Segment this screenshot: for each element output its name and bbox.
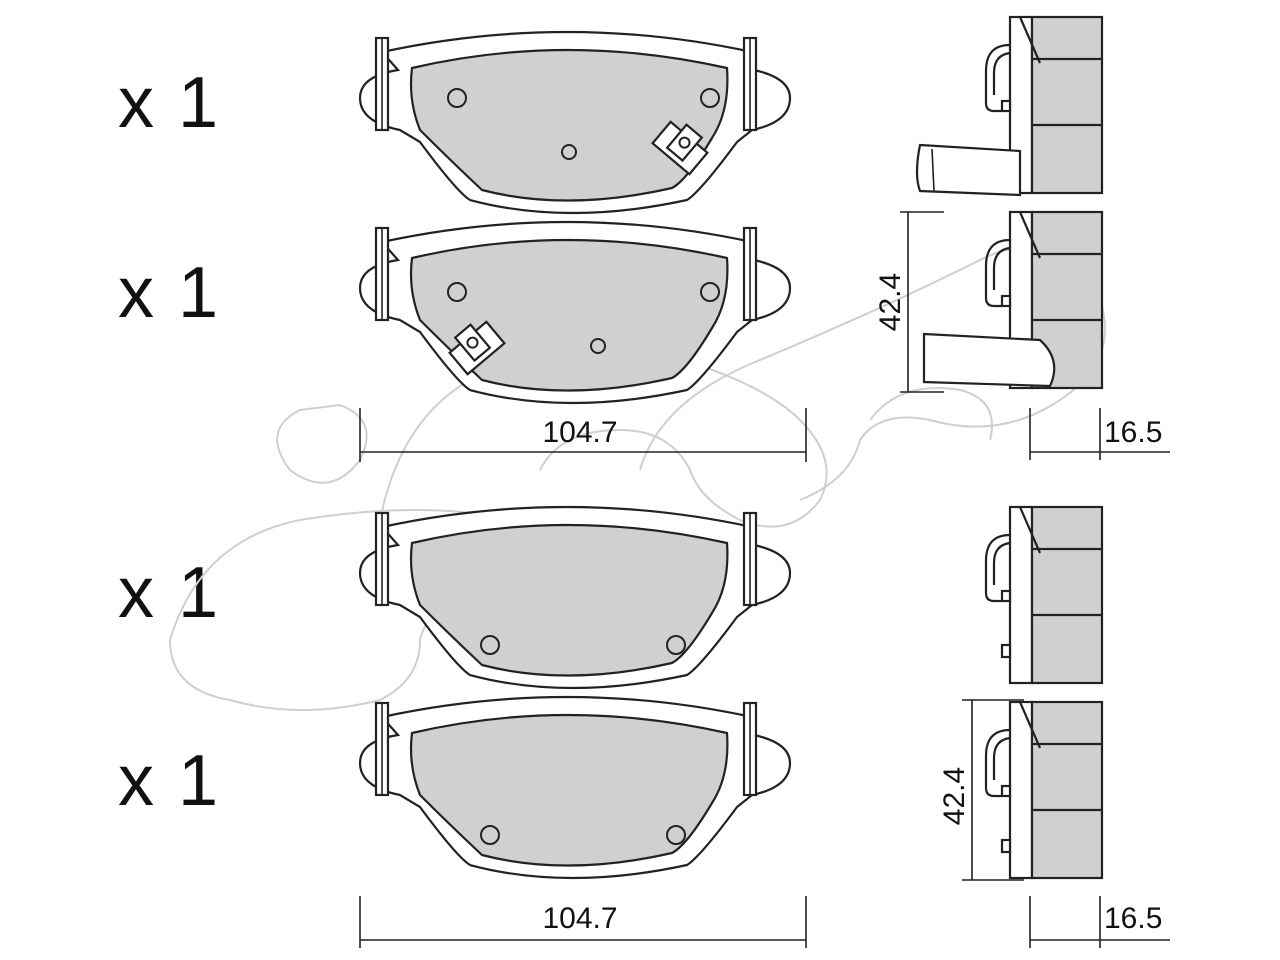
brake-pad-front-2	[358, 220, 792, 405]
brake-pad-side-2	[922, 210, 1104, 390]
dimension-height-lower-value: 42.4	[938, 767, 971, 825]
dimension-height-upper-value: 42.4	[874, 273, 907, 331]
brake-pad-side-4	[984, 700, 1104, 880]
dimension-height-lower: 42.4	[938, 699, 1024, 881]
brake-pad-side-1	[915, 15, 1104, 197]
quantity-label-pad-1: x 1	[118, 63, 221, 143]
quantity-label-pad-3: x 1	[118, 553, 221, 633]
brake-pad-front-3	[358, 505, 792, 690]
dimension-thickness-lower-value: 16.5	[1104, 902, 1162, 935]
quantity-label-pad-4: x 1	[118, 741, 221, 821]
brake-pad-front-4	[358, 695, 792, 880]
brake-pad-side-3	[984, 505, 1104, 685]
dimension-width-upper: 104.7	[359, 408, 807, 462]
brake-pad-front-1	[358, 30, 792, 215]
quantity-label-pad-2: x 1	[118, 253, 221, 333]
dimension-width-lower: 104.7	[359, 896, 807, 948]
dimension-thickness-lower: 16.5	[1029, 896, 1170, 948]
dimension-width-lower-value: 104.7	[542, 902, 617, 935]
dimension-height-upper: 42.4	[874, 211, 944, 393]
dimension-thickness-upper-value: 16.5	[1104, 416, 1162, 449]
dimension-width-upper-value: 104.7	[542, 416, 617, 449]
dimension-thickness-upper: 16.5	[1029, 408, 1170, 460]
